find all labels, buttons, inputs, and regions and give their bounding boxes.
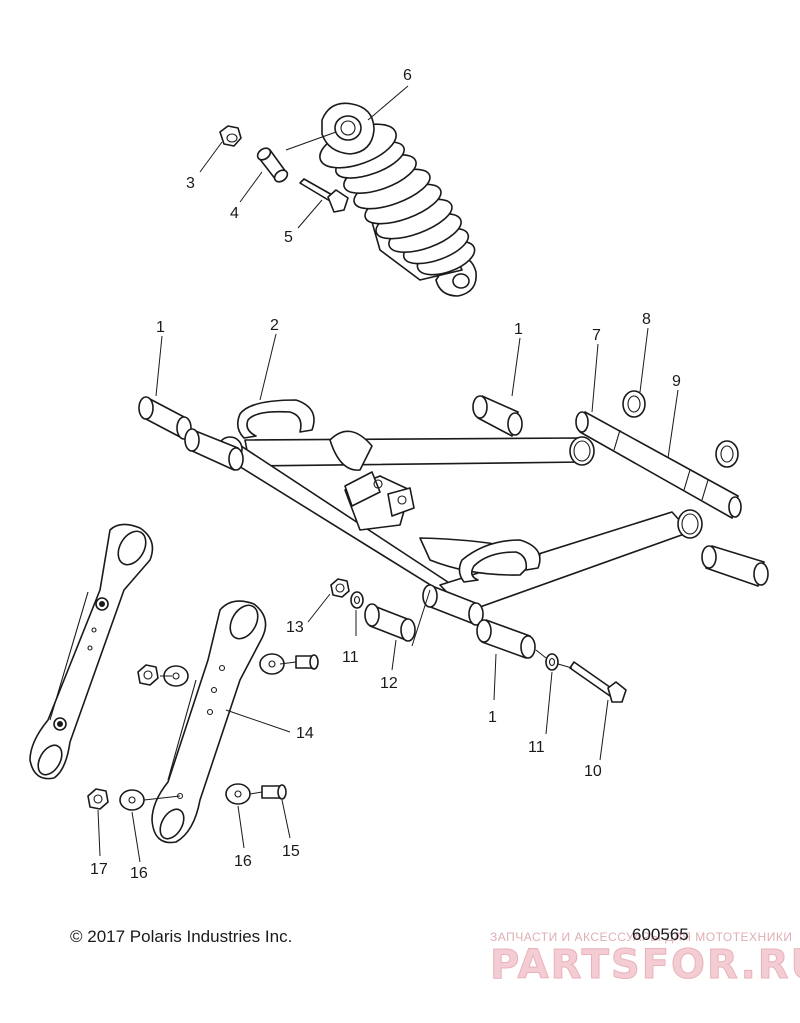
callout-9: 9 <box>672 373 681 390</box>
part-17-nut-lower <box>87 788 109 810</box>
callout-8: 8 <box>642 311 651 328</box>
part-12-spacer <box>364 603 416 642</box>
part-10-bolt <box>569 661 627 703</box>
callout-labels: 6 3 4 5 1 2 1 7 8 9 13 11 12 1 14 11 10 … <box>90 67 681 882</box>
drawing-number: 600565 <box>632 925 689 944</box>
part-5-bolt <box>299 178 349 213</box>
callout-11-lower: 11 <box>528 739 545 756</box>
part-4-bushing <box>256 147 289 183</box>
part-11-washer-lower <box>545 653 559 671</box>
callout-14: 14 <box>296 725 314 742</box>
part-8-washer <box>622 390 739 468</box>
part-15-bolt-upper <box>295 654 319 670</box>
shock-absorber <box>319 102 477 297</box>
callout-17: 17 <box>90 861 108 878</box>
link-bracket-left <box>29 523 154 780</box>
callout-4: 4 <box>230 205 239 222</box>
copyright-notice: © 2017 Polaris Industries Inc. <box>70 927 293 946</box>
part-13-nut <box>330 578 350 598</box>
a-arm-assembly <box>217 399 703 613</box>
callout-16-left: 16 <box>130 865 148 882</box>
part-15-bolt-lower <box>261 784 287 800</box>
callout-1-front: 1 <box>488 709 497 726</box>
part-16-washer-lower-right <box>225 783 251 805</box>
callout-15: 15 <box>282 843 300 860</box>
part-14-link <box>151 600 267 844</box>
callout-3: 3 <box>186 175 195 192</box>
part-16-washer-lower-left <box>119 789 145 811</box>
leader-lines <box>97 85 679 863</box>
watermark-logo: PARTSFOR.RU <box>489 942 800 989</box>
callout-1-left: 1 <box>156 319 165 336</box>
callout-16-right: 16 <box>234 853 252 870</box>
callout-10: 10 <box>584 763 602 780</box>
callout-1-top-right: 1 <box>514 321 523 338</box>
callout-11-upper: 11 <box>342 649 359 666</box>
callout-5: 5 <box>284 229 293 246</box>
callout-12: 12 <box>380 675 398 692</box>
part-3-nut <box>219 125 242 147</box>
part-1-bushing-top-right <box>472 395 523 437</box>
part-17-nut-upper <box>137 664 159 686</box>
part-11-washer-upper <box>350 591 364 609</box>
part-1-bushing-left <box>138 396 244 471</box>
callout-13: 13 <box>286 619 304 636</box>
callout-7: 7 <box>592 327 601 344</box>
callout-6: 6 <box>403 67 412 84</box>
callout-2: 2 <box>270 317 279 334</box>
watermark-tagline: ЗАПЧАСТИ И АКСЕССУАРЫ ДЛЯ МОТОТЕХНИКИ <box>490 930 793 944</box>
part-1-bushing-right <box>701 545 769 587</box>
part-7-9-pivot-shaft <box>575 411 742 519</box>
